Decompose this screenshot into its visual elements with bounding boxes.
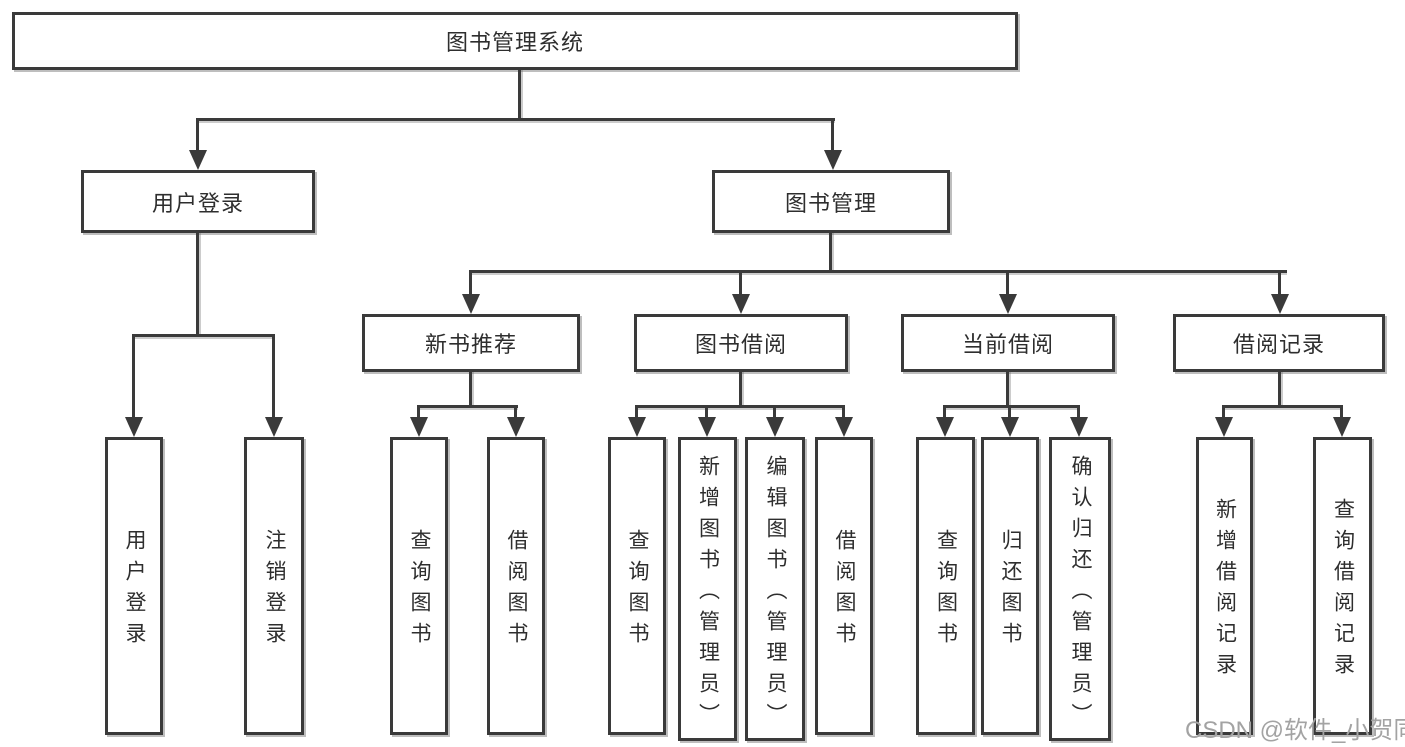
leaf-borrow-books-recommend: 借阅图书 [487, 437, 545, 735]
connector-book-borrow-bar [635, 405, 844, 408]
connector-new-book-recommend-bar [417, 405, 518, 408]
connector-book-borrow-trunk [739, 372, 742, 407]
leaf-logout-label: 注销登录 [263, 529, 286, 653]
node-book-borrow: 图书借阅 [634, 314, 848, 372]
node-user-login: 用户登录 [81, 170, 315, 233]
node-new-book-recommend-label: 新书推荐 [424, 332, 517, 357]
connector-borrow-records-trunk [1278, 372, 1281, 407]
arrow-to-leaf-borrow-books-recommend [514, 405, 517, 417]
connector-book-management-trunk [829, 233, 832, 273]
node-root-library-system: 图书管理系统 [12, 12, 1018, 70]
arrow-to-book-borrow [739, 270, 742, 294]
connector-root-bar [196, 118, 835, 121]
arrow-to-leaf-query-books-borrow [635, 405, 638, 417]
leaf-add-book-admin: 新增图书（管理员） [678, 437, 737, 741]
leaf-borrow-books-recommend-label: 借阅图书 [505, 529, 528, 653]
connector-user-login-trunk [196, 233, 199, 336]
leaf-query-books-current-label: 查询图书 [934, 529, 958, 653]
arrow-to-borrow-records [1278, 270, 1281, 294]
leaf-query-books-current: 查询图书 [916, 437, 975, 735]
connector-new-book-recommend-trunk [469, 372, 472, 407]
node-current-borrow: 当前借阅 [901, 314, 1115, 372]
connector-root-trunk [518, 70, 521, 120]
leaf-logout: 注销登录 [244, 437, 304, 735]
node-user-login-label: 用户登录 [151, 190, 244, 216]
leaf-query-books-recommend: 查询图书 [390, 437, 448, 735]
arrow-to-leaf-borrow-books-borrow [842, 405, 845, 417]
connector-current-borrow-trunk [1006, 372, 1009, 407]
leaf-query-books-borrow-label: 查询图书 [626, 529, 649, 653]
leaf-confirm-return-admin: 确认归还（管理员） [1049, 437, 1111, 741]
leaf-add-borrow-record-label: 新增借阅记录 [1213, 498, 1237, 684]
connector-borrow-records-bar [1222, 405, 1343, 408]
arrow-to-leaf-return-book [1008, 405, 1011, 417]
leaf-add-book-admin-label: 新增图书（管理员） [696, 454, 720, 734]
node-current-borrow-label: 当前借阅 [961, 332, 1054, 357]
node-root-label: 图书管理系统 [445, 30, 584, 55]
arrow-to-leaf-query-books-current [943, 405, 946, 417]
leaf-user-login: 用户登录 [105, 437, 163, 735]
leaf-return-book: 归还图书 [981, 437, 1039, 735]
arrow-to-leaf-user-login [132, 334, 135, 417]
leaf-query-books-borrow: 查询图书 [608, 437, 666, 735]
leaf-query-books-recommend-label: 查询图书 [408, 529, 431, 653]
leaf-borrow-books-borrow-label: 借阅图书 [833, 529, 856, 653]
leaf-return-book-label: 归还图书 [999, 529, 1022, 653]
leaf-confirm-return-admin-label: 确认归还（管理员） [1069, 454, 1092, 734]
arrow-to-leaf-edit-book-admin [773, 405, 776, 417]
arrow-to-leaf-add-borrow-record [1222, 405, 1225, 417]
leaf-add-borrow-record: 新增借阅记录 [1196, 437, 1253, 735]
arrow-to-leaf-logout [272, 334, 275, 417]
leaf-borrow-books-borrow: 借阅图书 [815, 437, 873, 735]
node-borrow-records-label: 借阅记录 [1232, 332, 1325, 357]
node-new-book-recommend: 新书推荐 [362, 314, 580, 372]
arrow-to-leaf-query-books-recommend [417, 405, 420, 417]
leaf-edit-book-admin-label: 编辑图书（管理员） [764, 454, 787, 734]
connector-book-management-bar [469, 270, 1287, 273]
arrow-to-book-management [831, 118, 834, 150]
node-book-management-label: 图书管理 [784, 190, 877, 216]
connector-current-borrow-bar [943, 405, 1080, 408]
arrow-to-leaf-add-book-admin [705, 405, 708, 417]
arrow-to-new-book-recommend [469, 270, 472, 294]
csdn-watermark: CSDN @软件_小贺同学 [1185, 717, 1405, 744]
arrow-to-current-borrow [1006, 270, 1009, 294]
arrow-to-leaf-query-borrow-record [1340, 405, 1343, 417]
leaf-query-borrow-record: 查询借阅记录 [1313, 437, 1372, 735]
leaf-user-login-label: 用户登录 [123, 529, 146, 653]
node-book-borrow-label: 图书借阅 [694, 332, 787, 357]
arrow-to-leaf-confirm-return-admin [1077, 405, 1080, 417]
leaf-edit-book-admin: 编辑图书（管理员） [745, 437, 805, 741]
node-borrow-records: 借阅记录 [1173, 314, 1385, 372]
node-book-management: 图书管理 [712, 170, 950, 233]
leaf-query-borrow-record-label: 查询借阅记录 [1331, 498, 1355, 684]
connector-user-login-bar [132, 334, 275, 337]
arrow-to-user-login [196, 118, 199, 150]
